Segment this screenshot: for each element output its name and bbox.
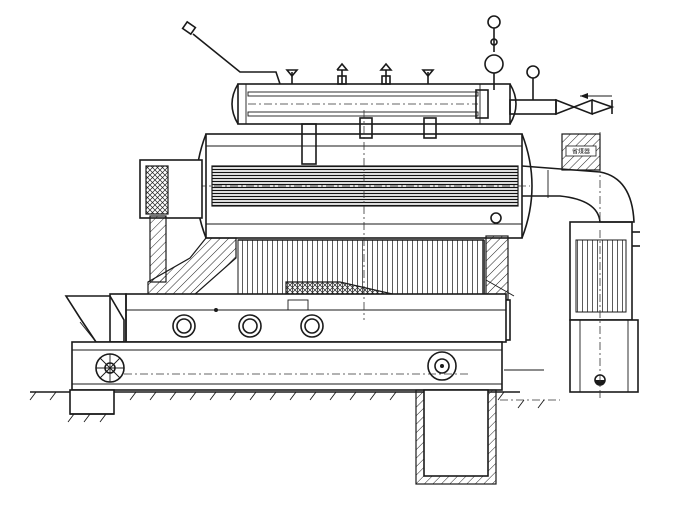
- foundation: [29, 369, 560, 485]
- grate-frame: [71, 341, 503, 391]
- economizer: [569, 221, 640, 398]
- lever-arm: [181, 20, 281, 85]
- upper-drum: [231, 83, 517, 125]
- drum-top-valves: [285, 62, 435, 85]
- flue-duct: [521, 132, 635, 223]
- economizer-label: 省煤器: [572, 148, 590, 156]
- coal-hopper: [64, 293, 127, 343]
- grate-body: [125, 293, 507, 343]
- pressure-gauge-assembly: [484, 15, 615, 116]
- economizer-tag: 省煤器: [561, 133, 601, 171]
